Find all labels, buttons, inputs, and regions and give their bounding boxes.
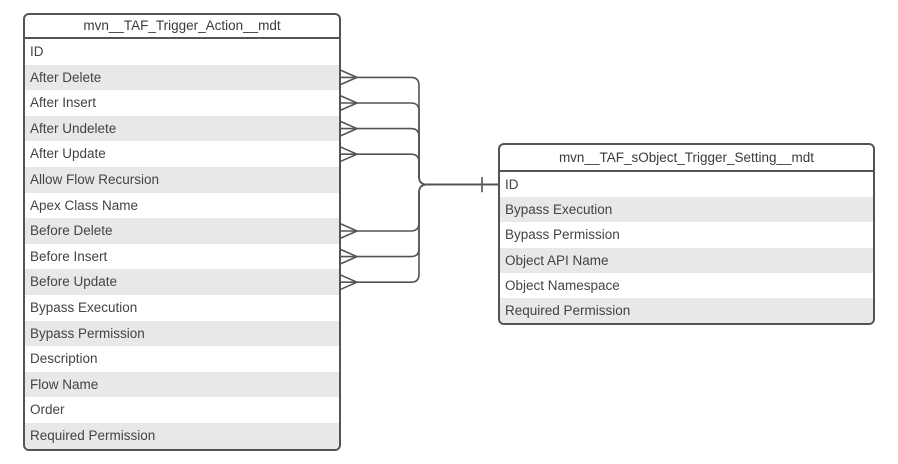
field-list: ID Bypass Execution Bypass Permission Ob… [500, 172, 873, 323]
crow-foot-many-marker [340, 146, 358, 162]
field-list: ID After Delete After Insert After Undel… [25, 39, 339, 449]
relationship-edge-before-update[interactable] [340, 183, 499, 283]
field-row[interactable]: ID [25, 39, 339, 65]
field-row[interactable]: Before Delete [25, 218, 339, 244]
field-row[interactable]: After Insert [25, 90, 339, 116]
entity-title: mvn__TAF_sObject_Trigger_Setting__mdt [500, 145, 873, 172]
field-row[interactable]: Apex Class Name [25, 192, 339, 219]
entity-table-trigger-action[interactable]: mvn__TAF_Trigger_Action__mdt ID After De… [23, 13, 341, 451]
relationship-edge-after-update[interactable] [340, 153, 499, 186]
field-row[interactable]: Order [25, 397, 339, 423]
field-row[interactable]: Bypass Permission [500, 222, 873, 248]
field-row[interactable]: Object Namespace [500, 272, 873, 298]
crow-foot-many-marker [340, 274, 358, 290]
field-row[interactable]: After Update [25, 141, 339, 167]
field-row[interactable]: Allow Flow Recursion [25, 166, 339, 193]
field-row[interactable]: Required Permission [500, 297, 873, 323]
field-row[interactable]: Bypass Permission [25, 320, 339, 347]
crow-foot-many-marker [340, 69, 358, 86]
field-row[interactable]: Required Permission [25, 422, 339, 449]
field-row[interactable]: After Delete [25, 64, 339, 91]
field-row[interactable]: Bypass Execution [25, 294, 339, 321]
crow-foot-many-marker [340, 120, 358, 137]
crow-foot-many-marker [340, 248, 358, 265]
entity-table-sobject-trigger-setting[interactable]: mvn__TAF_sObject_Trigger_Setting__mdt ID… [498, 143, 875, 325]
field-row[interactable]: Object API Name [500, 247, 873, 273]
field-row[interactable]: Bypass Execution [500, 197, 873, 223]
field-row[interactable]: ID [500, 172, 873, 198]
field-row[interactable]: After Undelete [25, 115, 339, 142]
crow-foot-many-marker [340, 223, 358, 239]
crow-foot-many-marker [340, 95, 358, 111]
field-row[interactable]: Flow Name [25, 371, 339, 398]
field-row[interactable]: Before Update [25, 269, 339, 295]
field-row[interactable]: Description [25, 346, 339, 372]
entity-title: mvn__TAF_Trigger_Action__mdt [25, 15, 339, 39]
field-row[interactable]: Before Insert [25, 243, 339, 270]
